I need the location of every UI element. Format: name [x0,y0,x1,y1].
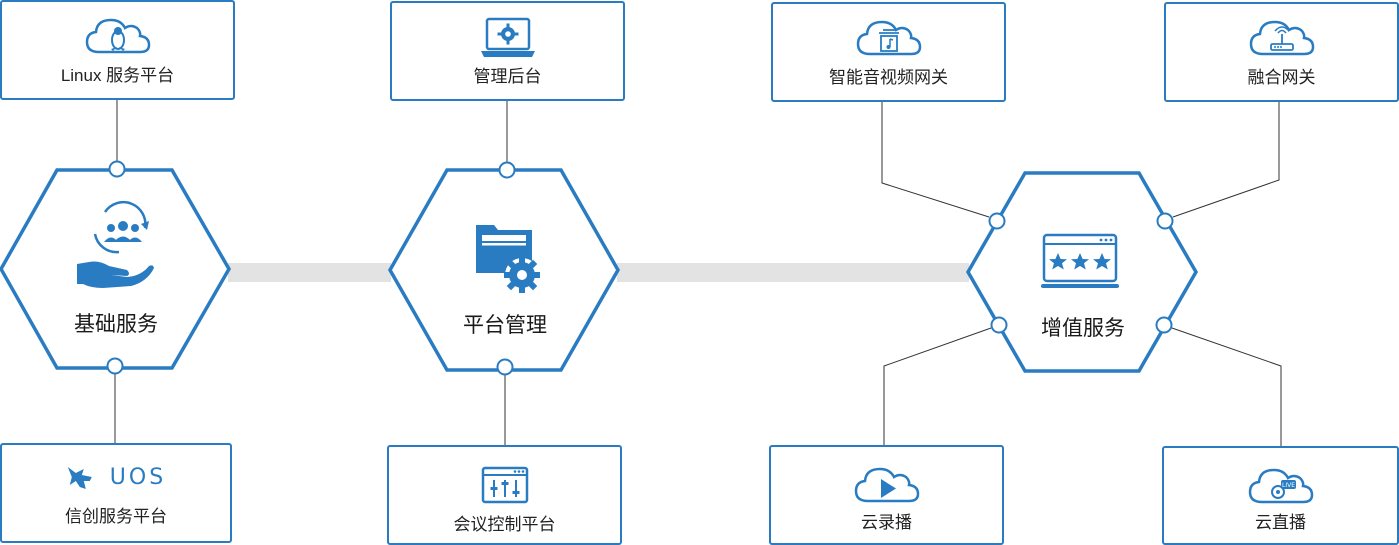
box-linux-platform[interactable]: Linux 服务平台 [0,0,235,100]
box-cloud-record[interactable]: 云录播 [769,445,1004,545]
rating-stars-screen-icon [1041,233,1119,288]
box-av-gateway[interactable]: 智能音视频网关 [771,2,1006,102]
dot-admin [498,161,516,179]
box-fusion-gateway[interactable]: 融合网关 [1164,2,1399,102]
box-xinchuang-platform[interactable]: UOS 信创服务平台 [0,443,232,543]
live-badge-text: LIVE [1281,482,1294,489]
hex-platform-label: 平台管理 [463,314,547,337]
dot-cloud-record [990,316,1008,334]
dot-fusion-gateway [1156,212,1174,230]
dot-meeting [496,358,514,376]
box-meeting-label: 会议控制平台 [453,515,556,534]
dot-cloud-live [1155,316,1173,334]
box-fusion-gateway-label: 融合网关 [1247,68,1316,87]
dot-xinchuang [106,357,124,375]
box-cloud-record-label: 云录播 [861,513,912,532]
folder-gear-icon [476,225,540,293]
router-cloud-icon [1249,20,1314,56]
box-xinchuang-label: 信创服务平台 [65,507,167,526]
sliders-window-icon [481,466,528,504]
connector-av-gateway [881,101,990,218]
box-linux-label: Linux 服务平台 [60,66,175,85]
hex-basic-label: 基础服务 [74,313,158,336]
connector-band-right [617,263,969,282]
box-admin-label: 管理后台 [473,67,542,86]
hand-with-users-icon [77,200,154,288]
linux-cloud-icon [85,18,150,54]
box-cloud-live[interactable]: LIVE 云直播 [1162,446,1399,545]
box-av-gateway-label: 智能音视频网关 [829,68,948,87]
box-cloud-live-label: 云直播 [1255,513,1306,532]
uos-logo-icon: UOS [66,463,166,491]
laptop-gear-icon [480,17,535,57]
box-admin-console[interactable]: 管理后台 [390,1,625,101]
dot-av-gateway [988,212,1006,230]
uos-logo-text: UOS [109,464,167,490]
connector-cloud-live [1171,327,1282,446]
connector-band-left [228,263,391,282]
hex-value-added-label: 增值服务 [1041,317,1125,340]
box-meeting-control[interactable]: 会议控制平台 [387,445,622,545]
dot-linux [108,160,126,178]
uos-mascot-icon [67,467,92,489]
play-cloud-icon [854,467,919,503]
live-cloud-icon: LIVE [1248,468,1313,504]
connector-fusion-gateway [1172,101,1280,218]
music-cloud-icon [856,20,921,56]
connector-cloud-record [883,327,992,445]
